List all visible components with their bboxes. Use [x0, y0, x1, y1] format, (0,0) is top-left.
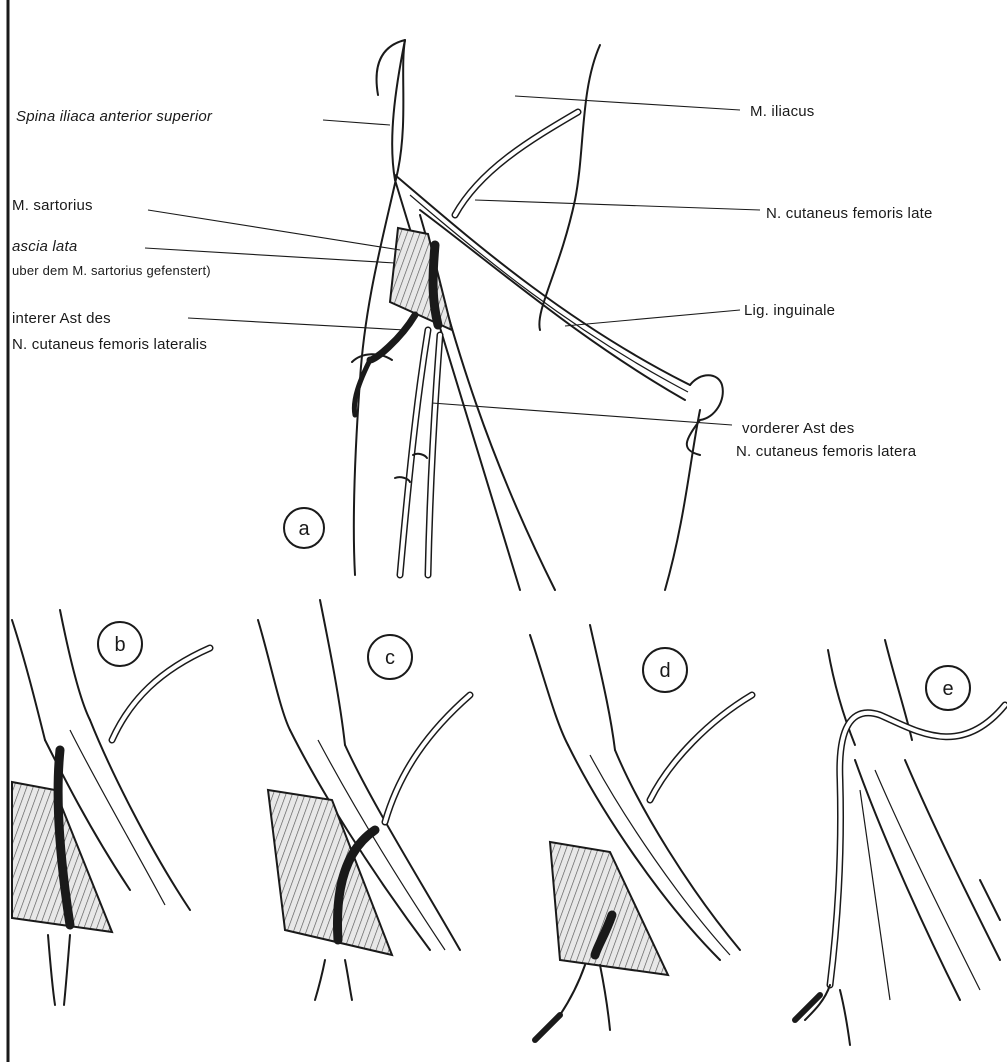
- panel-e-letter: e: [942, 678, 953, 700]
- label-vord-1: vorderer Ast des: [742, 420, 854, 437]
- panel-a-letter: a: [298, 518, 310, 540]
- panel-c-letter: c: [385, 647, 395, 669]
- panel-e-drawing: e: [795, 640, 1005, 1045]
- panel-d-drawing: d: [530, 625, 752, 1040]
- label-vord-2: N. cutaneus femoris latera: [736, 443, 916, 460]
- label-n-cutaneus: N. cutaneus femoris late: [766, 205, 933, 222]
- label-fascia-2: uber dem M. sartorius gefenstert): [12, 263, 211, 278]
- label-spina: Spina iliaca anterior superior: [16, 108, 212, 125]
- label-hint-2: N. cutaneus femoris lateralis: [12, 336, 207, 353]
- label-lig: Lig. inguinale: [744, 302, 835, 319]
- panel-a-drawing: a: [145, 40, 760, 590]
- panel-d-letter: d: [659, 660, 670, 682]
- panel-c-drawing: c: [258, 600, 470, 1000]
- panel-b-drawing: b: [12, 610, 210, 1005]
- label-iliacus: M. iliacus: [750, 103, 815, 120]
- panel-b-letter: b: [114, 634, 125, 656]
- label-hint-1: interer Ast des: [12, 310, 111, 327]
- label-fascia-1: ascia lata: [12, 238, 77, 255]
- label-sartorius: M. sartorius: [12, 197, 93, 214]
